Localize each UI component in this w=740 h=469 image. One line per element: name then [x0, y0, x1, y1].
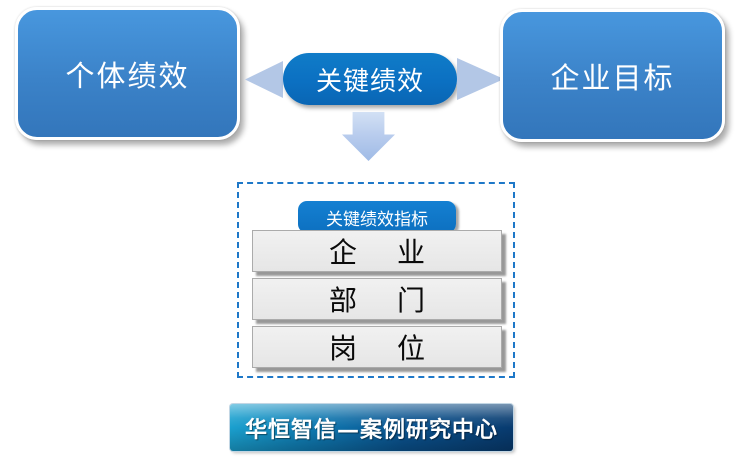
individual-performance-label: 个体绩效 — [65, 58, 190, 93]
level-bar-position-label: 岗 位 — [328, 332, 431, 365]
arrow-right-icon — [457, 58, 504, 100]
individual-performance-box: 个体绩效 — [15, 7, 240, 140]
key-performance-label: 关键绩效 — [315, 66, 424, 97]
kpi-panel-header: 关键绩效指标 — [298, 201, 456, 233]
level-bar-department-label: 部 门 — [328, 284, 431, 317]
enterprise-goal-label: 企业目标 — [550, 60, 675, 95]
footer-banner: 华恒智信—案例研究中心 — [230, 404, 513, 451]
level-bar-enterprise-label: 企 业 — [328, 236, 431, 269]
footer-banner-label: 华恒智信—案例研究中心 — [244, 416, 498, 443]
level-bar-enterprise: 企 业 — [252, 230, 502, 272]
level-bar-position: 岗 位 — [252, 326, 502, 368]
level-bar-department: 部 门 — [252, 278, 502, 320]
key-performance-node: 关键绩效 — [283, 53, 457, 105]
kpi-panel: 关键绩效指标 企 业 部 门 岗 位 — [237, 182, 515, 378]
enterprise-goal-box: 企业目标 — [500, 9, 725, 142]
arrow-down-icon — [342, 112, 395, 161]
kpi-panel-header-label: 关键绩效指标 — [326, 209, 428, 230]
arrow-left-icon — [245, 61, 283, 98]
